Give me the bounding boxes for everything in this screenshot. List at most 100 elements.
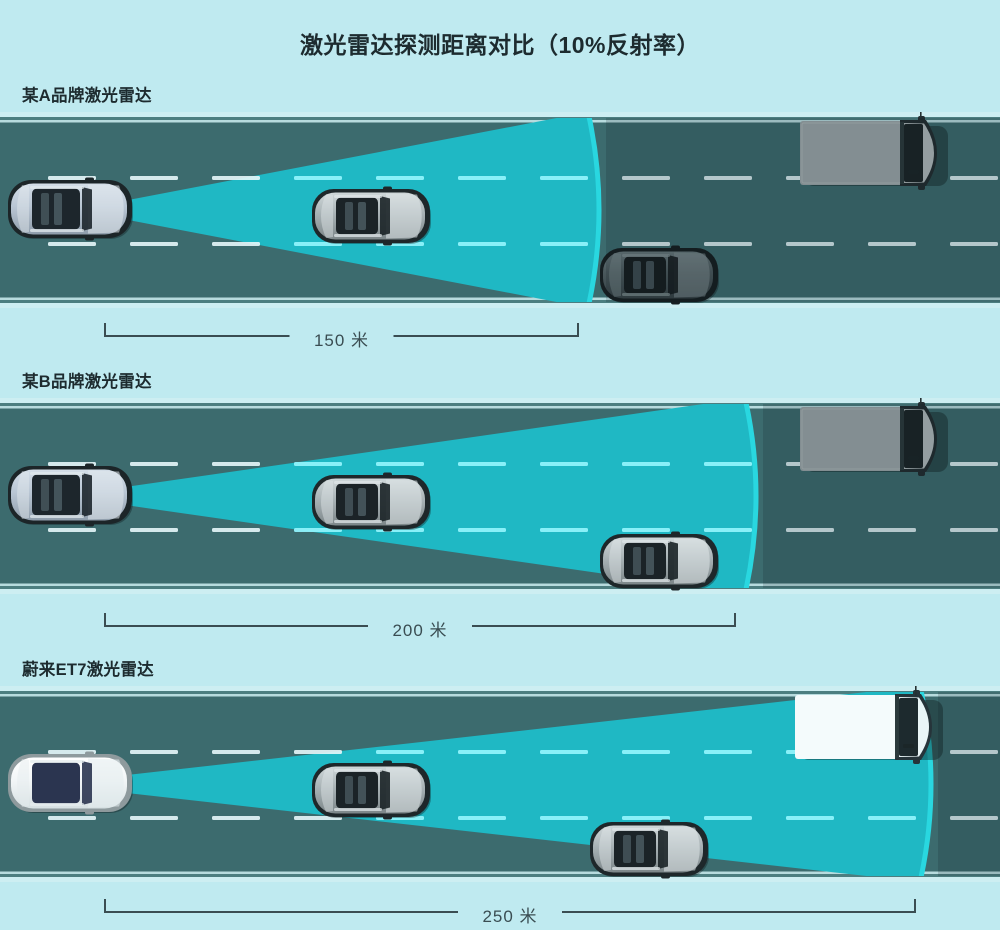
lane-dash bbox=[130, 816, 178, 820]
page-title: 激光雷达探测距离对比（10%反射率） bbox=[299, 32, 701, 58]
car-mirror-right bbox=[671, 299, 680, 305]
guardrails bbox=[0, 686, 1000, 882]
car-seat-front bbox=[646, 547, 654, 575]
lane-dash bbox=[540, 750, 588, 754]
truck-cargo-box bbox=[795, 695, 898, 759]
truck-cargo-box bbox=[800, 407, 903, 471]
car-roof-rail-top bbox=[30, 186, 84, 189]
lane-dash bbox=[48, 462, 96, 466]
lane-dash bbox=[212, 750, 260, 754]
car-roof-glass bbox=[624, 542, 666, 580]
guardrail-top-outer bbox=[0, 112, 1000, 117]
car-mirror-right bbox=[85, 235, 94, 241]
lane-dash bbox=[130, 750, 178, 754]
lane-dash bbox=[48, 816, 96, 820]
lane-dash bbox=[376, 462, 424, 466]
lane-dash bbox=[622, 750, 670, 754]
car-rear-hatch bbox=[17, 471, 29, 519]
car-rear-hatch bbox=[321, 768, 333, 812]
lane-dash bbox=[704, 750, 752, 754]
car-mirror-left bbox=[85, 463, 94, 469]
car-hood bbox=[386, 479, 422, 525]
lane-dash bbox=[704, 816, 752, 820]
car-hood bbox=[674, 252, 710, 298]
lane-dash bbox=[622, 462, 670, 466]
road-scene-brand-b bbox=[0, 398, 1000, 594]
car-mirror-right bbox=[661, 873, 670, 879]
truck-door-handle bbox=[908, 456, 919, 460]
lane-dash bbox=[294, 750, 342, 754]
guardrail-top-shadow bbox=[0, 691, 1000, 694]
lane-dash bbox=[130, 176, 178, 180]
car-roof-rail-bottom bbox=[30, 515, 84, 518]
car-mirror-right bbox=[671, 585, 680, 591]
car-roof-rail-bottom bbox=[334, 234, 382, 237]
guardrail-top-inner bbox=[0, 406, 1000, 409]
measure-svg bbox=[104, 613, 736, 627]
road-svg bbox=[0, 112, 1000, 308]
car-roof-glass bbox=[336, 771, 378, 809]
guardrail-top-inner bbox=[0, 120, 1000, 123]
car-mirror-left bbox=[85, 751, 94, 757]
guardrail-bottom-inner bbox=[0, 583, 1000, 586]
lane-dash bbox=[130, 242, 178, 246]
lidar-beam-cone bbox=[118, 692, 931, 876]
car-mirror-right bbox=[85, 521, 94, 527]
section-label-brand-b: 某B品牌激光雷达 bbox=[22, 373, 152, 391]
lane-dash bbox=[212, 242, 260, 246]
road-unlit-shade bbox=[606, 118, 1000, 302]
car-windshield bbox=[82, 473, 92, 517]
truck-windshield bbox=[904, 410, 923, 468]
truck-antenna bbox=[915, 686, 917, 696]
car-seat-rear bbox=[41, 479, 49, 511]
car-mirror-left bbox=[661, 819, 670, 825]
car-roof-glass bbox=[336, 197, 378, 235]
section-label-brand-a: 某A品牌激光雷达 bbox=[22, 87, 152, 105]
lane-dash bbox=[48, 750, 96, 754]
car-mirror-right bbox=[383, 526, 392, 532]
car-seat-rear bbox=[633, 261, 641, 289]
car-roof-rail-bottom bbox=[30, 803, 84, 806]
vehicles bbox=[8, 398, 948, 591]
car-seat-rear bbox=[633, 547, 641, 575]
measure-svg bbox=[104, 899, 916, 913]
measure-bracket-brand-a: 150 米 bbox=[0, 318, 1000, 352]
car-mirror-left bbox=[383, 472, 392, 478]
car-seat-rear bbox=[345, 776, 353, 804]
car-mirror-right bbox=[85, 809, 94, 815]
car-windshield bbox=[380, 482, 390, 522]
lane-dash bbox=[950, 750, 998, 754]
lane-dash bbox=[704, 528, 752, 532]
range-label-brand-b: 200 米 bbox=[392, 621, 448, 640]
lane-dash bbox=[376, 176, 424, 180]
car-seat-front bbox=[646, 261, 654, 289]
car-seat-rear bbox=[41, 193, 49, 225]
lane-dash bbox=[212, 462, 260, 466]
car-hood bbox=[88, 470, 124, 520]
road-svg bbox=[0, 686, 1000, 882]
vehicle-ego-car bbox=[8, 751, 133, 815]
lane-dash bbox=[704, 462, 752, 466]
car-mirror-left bbox=[85, 177, 94, 183]
lane-dash bbox=[458, 816, 506, 820]
truck-antenna bbox=[920, 398, 922, 408]
car-seat-rear bbox=[345, 202, 353, 230]
car-windshield bbox=[380, 770, 390, 810]
guardrail-bottom-outer bbox=[0, 877, 1000, 882]
guardrails bbox=[0, 398, 1000, 594]
car-hood bbox=[664, 826, 700, 872]
vehicle-car-lower-lane bbox=[600, 531, 719, 591]
guardrail-top-outer bbox=[0, 398, 1000, 403]
car-roof-glass bbox=[614, 830, 656, 868]
car-seat-rear bbox=[623, 835, 631, 863]
car-roof-rail-bottom bbox=[622, 293, 670, 296]
lane-dash bbox=[48, 528, 96, 532]
truck-windshield bbox=[904, 124, 923, 182]
car-mirror-right bbox=[383, 814, 392, 820]
car-rear-hatch bbox=[609, 539, 621, 583]
car-rear-hatch bbox=[321, 194, 333, 238]
lane-dash bbox=[622, 176, 670, 180]
car-roof-rail-top bbox=[622, 540, 670, 543]
lane-dash bbox=[212, 816, 260, 820]
